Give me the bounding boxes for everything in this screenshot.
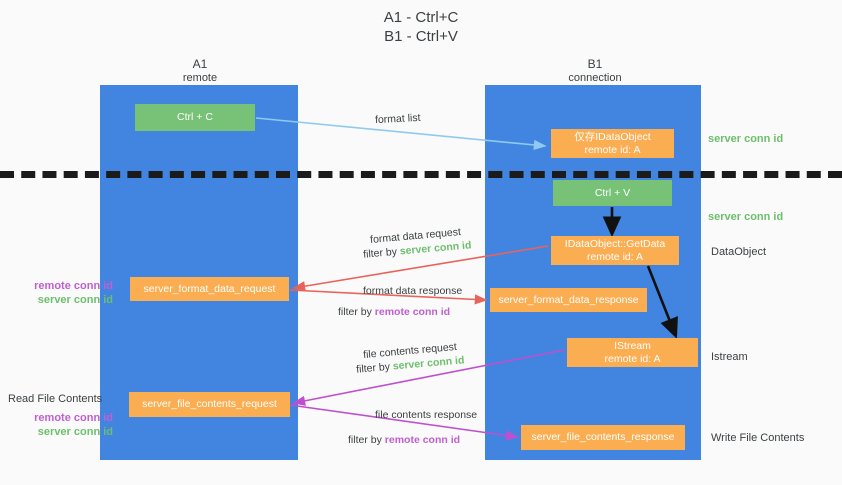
box-copy-data-object-line2: remote id: A [584,143,641,156]
label-istream: Istream [711,351,748,363]
box-istream-line2: remote id: A [604,352,661,365]
column-header-a1-name: A1 [192,57,208,71]
box-ctrl-v-label: Ctrl + V [594,186,631,199]
filter-prefix-1: filter by [362,245,401,261]
label-remote-conn-id-1: remote conn id [34,280,113,292]
filter-value-remote-conn-id-2: remote conn id [384,434,461,446]
label-write-file-contents: Write File Contents [711,432,805,444]
box-ctrl-v[interactable]: Ctrl + V [553,180,672,206]
box-ctrl-c[interactable]: Ctrl + C [135,104,255,131]
title-line-2: B1 - Ctrl+V [384,28,458,45]
box-copy-data-object[interactable]: 仅存IDataObject remote id: A [551,129,674,158]
filter-value-remote-conn-id-1: remote conn id [374,306,451,318]
label-conn-ids-upper: remote conn id server conn id [8,279,113,307]
filter-prefix-3: filter by [355,360,394,376]
box-server-format-data-response-label: server_format_data_response [498,293,639,306]
box-server-format-data-request-label: server_format_data_request [143,282,276,295]
label-server-conn-id-top: server conn id [708,133,784,145]
edge-label-file-contents-response-filter: filter by remote conn id [348,433,460,447]
box-getdata-line1: IDataObject::GetData [564,237,666,250]
box-server-file-contents-response-label: server_file_contents_response [531,431,675,443]
column-header-a1: A1 remote [130,57,270,85]
box-server-format-data-request[interactable]: server_format_data_request [130,277,289,301]
box-server-file-contents-request-label: server_file_contents_request [142,398,277,410]
column-header-b1-role: connection [568,72,622,84]
edge-label-format-list: format list [374,111,421,127]
box-getdata-line2: remote id: A [586,250,643,263]
filter-prefix-4: filter by [348,434,385,446]
column-header-b1-name: B1 [587,57,603,71]
edge-label-format-data-response: format data response [363,285,463,297]
edge-label-file-contents-response: file contents response [375,409,478,421]
edge-label-format-data-response-filter: filter by remote conn id [338,305,450,319]
box-copy-data-object-line1: 仅存IDataObject [574,130,651,143]
diagram-title: A1 - Ctrl+C B1 - Ctrl+V [0,8,842,46]
box-server-file-contents-response[interactable]: server_file_contents_response [521,425,685,450]
label-read-file-contents: Read File Contents [8,393,103,405]
box-ctrl-c-label: Ctrl + C [177,111,213,123]
label-remote-conn-id-2: remote conn id [34,412,113,424]
box-server-file-contents-request[interactable]: server_file_contents_request [129,392,290,417]
title-line-1: A1 - Ctrl+C [383,9,459,26]
box-idataobject-getdata[interactable]: IDataObject::GetData remote id: A [551,236,679,265]
label-server-conn-id-1: server conn id [37,294,113,306]
column-header-a1-role: remote [182,72,218,84]
column-header-b1: B1 connection [525,57,665,85]
label-conn-ids-lower: remote conn id server conn id [8,411,113,439]
box-server-format-data-response[interactable]: server_format_data_response [490,288,647,312]
label-server-conn-id-2: server conn id [37,426,113,438]
phase-divider [0,171,842,178]
box-istream-line1: IStream [614,339,651,352]
label-data-object: DataObject [711,246,767,258]
filter-prefix-2: filter by [338,306,375,318]
label-server-conn-id-mid: server conn id [708,211,784,223]
box-istream[interactable]: IStream remote id: A [567,338,698,367]
